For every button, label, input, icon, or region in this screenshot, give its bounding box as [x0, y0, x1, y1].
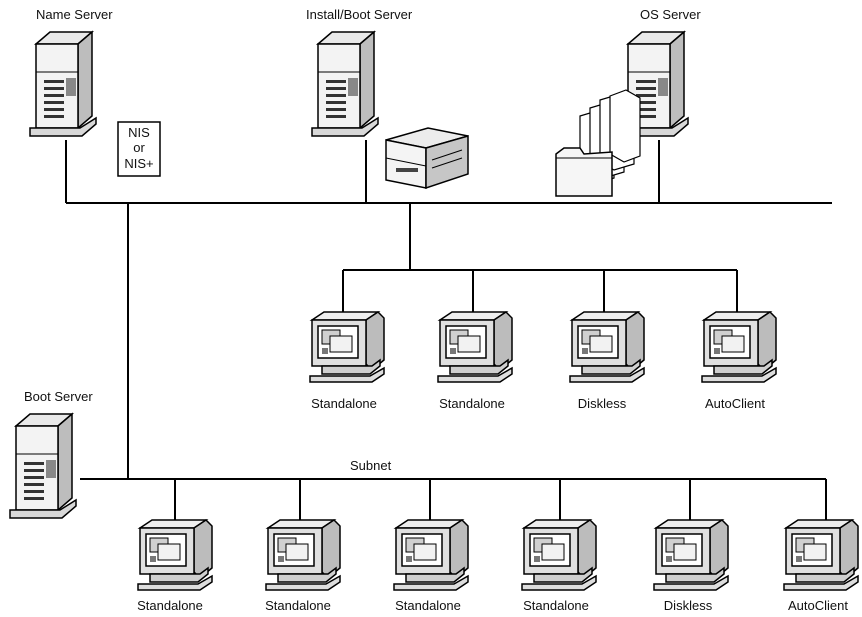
workstation-icon — [653, 519, 729, 591]
storage-device-icon — [385, 127, 469, 190]
lower-client-label: Standalone — [265, 598, 331, 613]
os-server: OS Server — [555, 7, 701, 197]
workstation-icon — [437, 311, 513, 383]
workstation-icon — [701, 311, 777, 383]
install-boot-server: Install/Boot Server — [306, 7, 469, 190]
os-server-label: OS Server — [640, 7, 701, 22]
boot-server-tower-icon — [9, 413, 77, 519]
boot-server-label: Boot Server — [24, 389, 93, 404]
lower-client-label: Diskless — [664, 598, 713, 613]
workstation-icon — [265, 519, 341, 591]
workstation-icon — [569, 311, 645, 383]
name-server-tower-icon — [29, 31, 97, 137]
name-server-label: Name Server — [36, 7, 113, 22]
upper-client-label: Standalone — [311, 396, 377, 411]
lower-client-label: Standalone — [523, 598, 589, 613]
lower-client-label: AutoClient — [788, 598, 848, 613]
workstation-icon — [783, 519, 859, 591]
workstation-icon — [521, 519, 597, 591]
nis-line-1: NIS — [128, 125, 150, 140]
lower-client-label: Standalone — [137, 598, 203, 613]
upper-client-label: Diskless — [578, 396, 627, 411]
workstation-icon — [393, 519, 469, 591]
subnet-label: Subnet — [350, 458, 392, 473]
files-folder-icon — [555, 89, 641, 197]
name-server: Name Server NIS or NIS+ — [29, 7, 161, 177]
install-boot-server-label: Install/Boot Server — [306, 7, 413, 22]
upper-client-label: AutoClient — [705, 396, 765, 411]
boot-server: Boot Server — [9, 389, 93, 519]
workstation-icon — [137, 519, 213, 591]
lower-client-group: Standalone Standalone Standalone Standal… — [137, 519, 859, 613]
network-lines — [65, 140, 832, 520]
nis-line-2: or — [133, 140, 145, 155]
lower-client-label: Standalone — [395, 598, 461, 613]
nis-box: NIS or NIS+ — [117, 121, 161, 177]
install-server-tower-icon — [311, 31, 379, 137]
workstation-icon — [309, 311, 385, 383]
upper-client-label: Standalone — [439, 396, 505, 411]
upper-client-group: Standalone Standalone Diskless AutoClien… — [309, 311, 777, 411]
nis-line-3: NIS+ — [124, 156, 153, 171]
